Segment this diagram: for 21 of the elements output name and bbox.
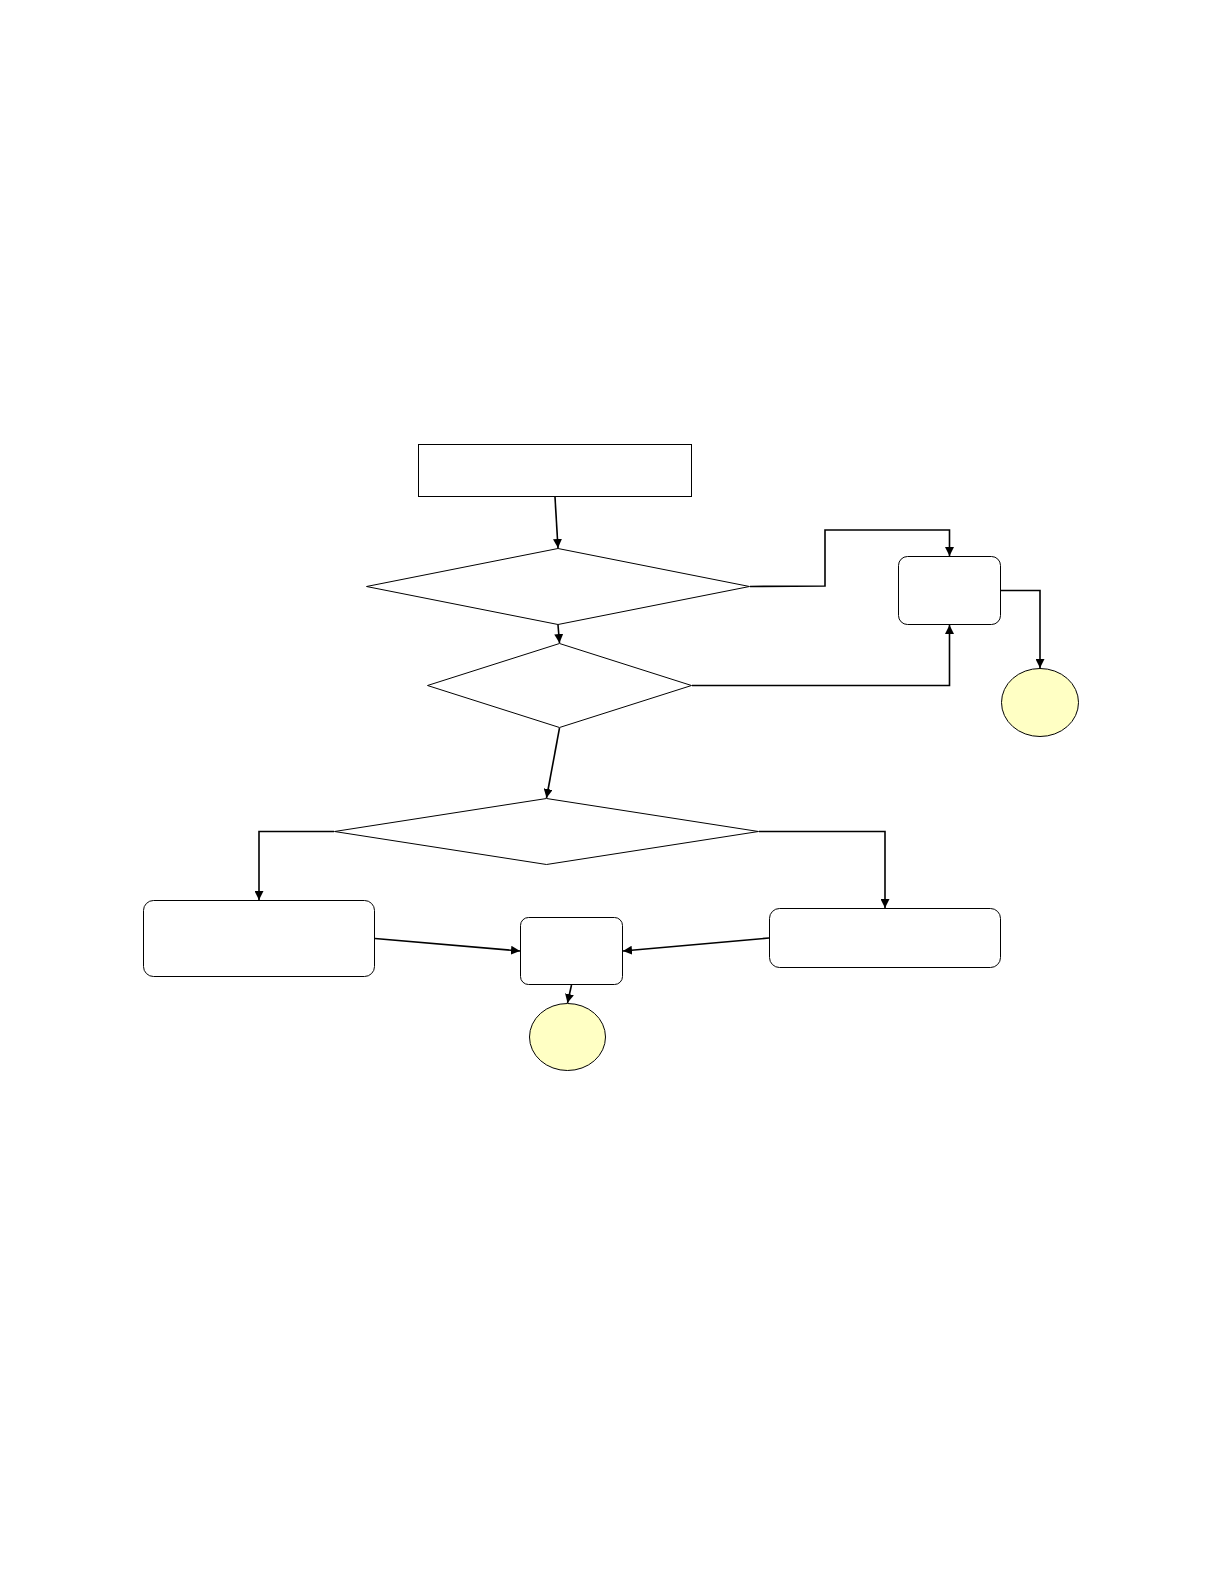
arrow <box>374 937 521 955</box>
decision-diamond <box>334 798 759 865</box>
arrow <box>749 529 954 588</box>
arrow <box>622 937 770 955</box>
process-box <box>898 556 1001 625</box>
arrow <box>758 830 890 909</box>
terminal-circle <box>529 1003 606 1071</box>
process-box <box>418 444 692 497</box>
arrow <box>565 984 574 1004</box>
arrow <box>1000 589 1045 669</box>
decision-diamond <box>366 548 750 625</box>
arrow <box>553 496 562 549</box>
arrow <box>691 624 954 687</box>
terminal-circle <box>1001 668 1079 737</box>
process-box <box>143 900 375 977</box>
process-box <box>769 908 1001 968</box>
arrow <box>543 727 561 799</box>
arrow <box>554 624 564 644</box>
process-box <box>520 917 623 985</box>
decision-diamond <box>427 643 692 728</box>
arrow <box>254 830 335 901</box>
